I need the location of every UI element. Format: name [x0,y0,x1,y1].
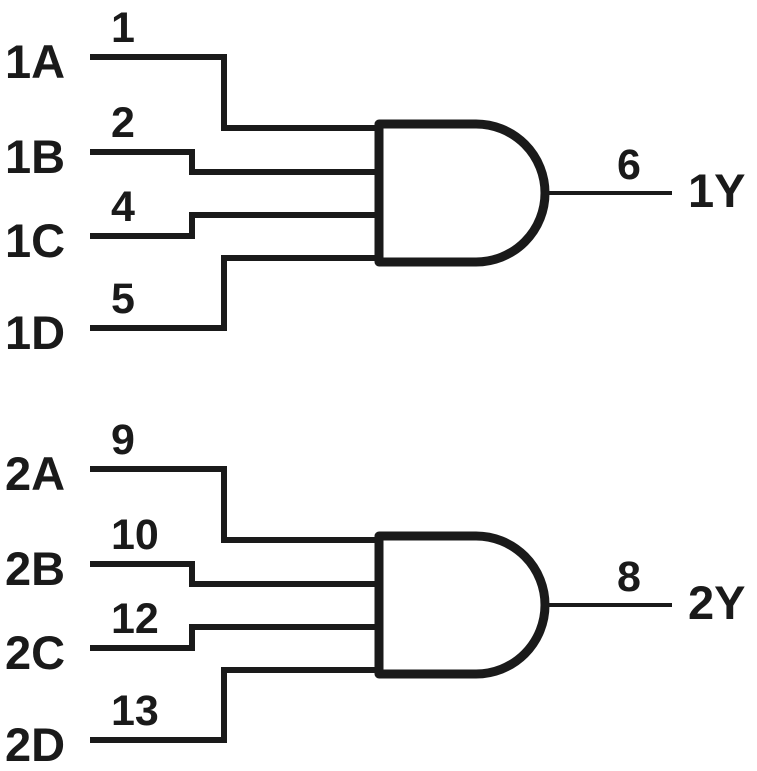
pin-number-10: 10 [111,511,159,559]
gate-2-group [90,466,672,743]
wire-1C [90,212,379,239]
pin-number-8: 8 [617,553,641,601]
pin-number-9: 9 [111,416,135,464]
pin-number-6: 6 [617,141,641,189]
wire-2A [90,466,379,543]
port-label-2B: 2B [5,542,66,595]
pin-number-12: 12 [111,595,159,643]
port-label-2C: 2C [5,626,66,679]
pin-number-2: 2 [111,99,135,147]
port-label-1C: 1C [5,214,66,267]
and-gate-2-body [374,531,550,679]
port-label-2A: 2A [5,447,66,500]
and-gate-1-body [374,119,550,267]
wire-2C [90,624,379,651]
wire-2D [90,667,379,743]
pin-number-4: 4 [111,183,135,231]
pin-number-5: 5 [111,275,135,323]
wire-1D [90,255,379,331]
port-label-2Y: 2Y [688,576,746,629]
port-label-1D: 1D [5,306,66,359]
wire-1A [90,54,379,131]
port-label-1B: 1B [5,130,66,183]
pin-number-13: 13 [111,687,159,735]
port-label-1Y: 1Y [688,164,746,217]
wire-2B [90,561,379,587]
gate-1-group [90,54,672,331]
wire-1B [90,149,379,175]
pin-number-1: 1 [111,4,135,52]
port-label-1A: 1A [5,35,66,88]
port-label-2D: 2D [5,718,66,771]
